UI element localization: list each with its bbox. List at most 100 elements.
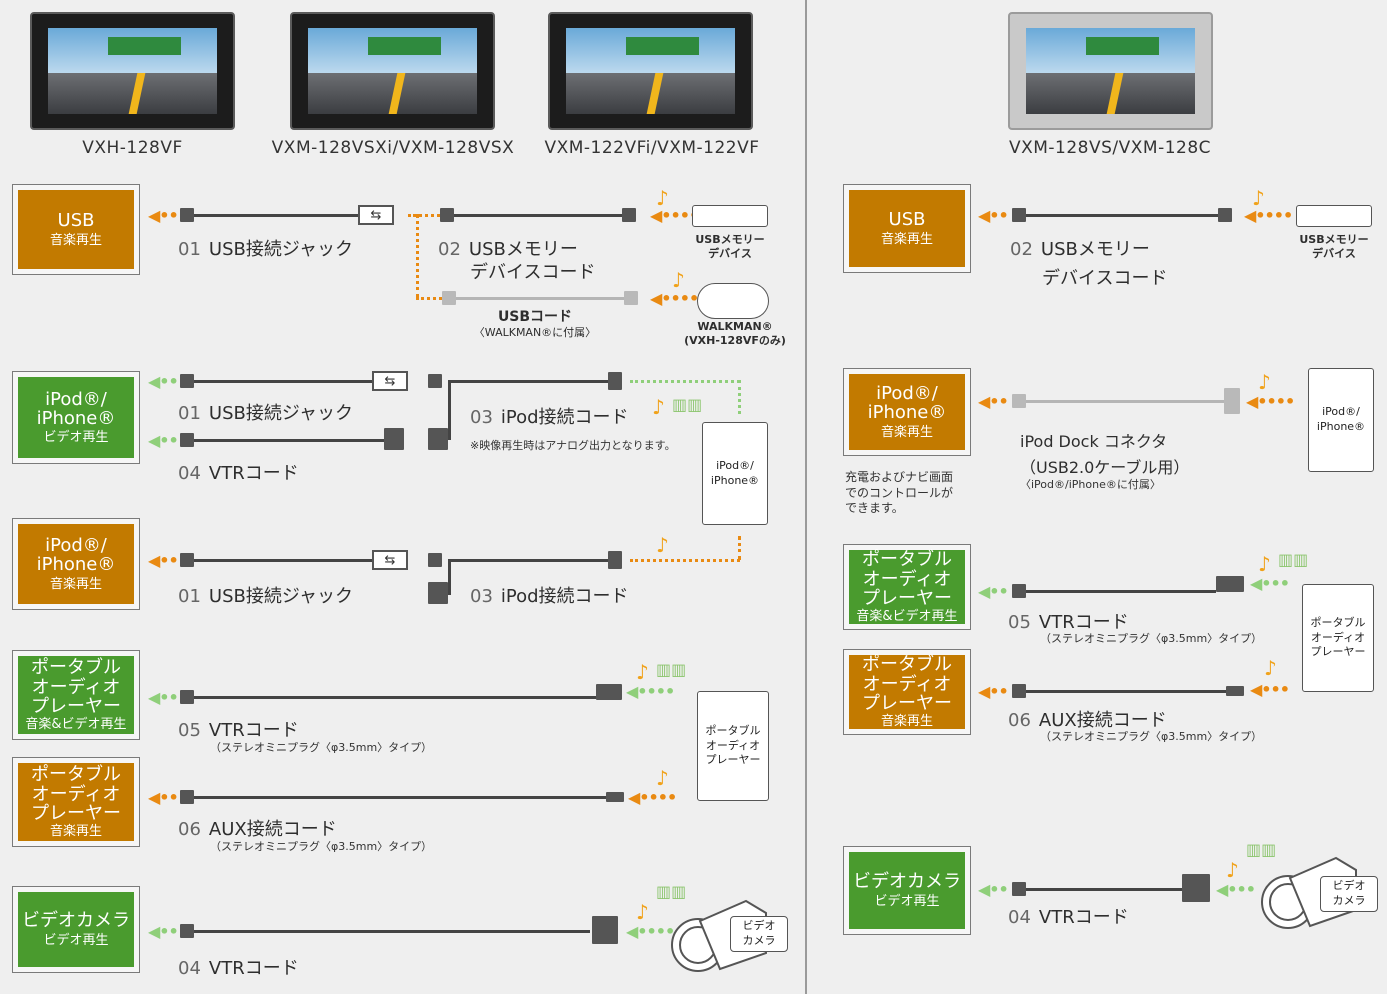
head-unit-image-2 — [290, 12, 495, 130]
usb-symbol-icon: ⇆ — [358, 205, 394, 225]
portable-music-box-r: ポータブルオーディオプレーヤー音楽再生 — [843, 649, 971, 735]
audio-arrow-icon: ◀•••• — [650, 289, 699, 308]
audio-arrow-icon: ◀•• — [148, 788, 179, 807]
video-camera-label: ビデオカメラ — [730, 916, 788, 952]
head-unit-image-3 — [548, 12, 753, 130]
video-arrow-icon: ◀•• — [148, 922, 179, 941]
cable-plug — [180, 553, 194, 567]
film-strip-icon: ▥▥ — [656, 882, 687, 901]
music-note-icon: ♪ — [1252, 186, 1265, 210]
model-name-2: VXM-128VSXi/VXM-128VSX — [271, 138, 515, 158]
model-name-3: VXM-122VFi/VXM-122VF — [544, 138, 760, 158]
walkman-device-label: WALKMAN®(VXH-128VFのみ) — [684, 320, 786, 348]
audio-arrow-icon: ◀•• — [148, 551, 179, 570]
usb-memory-cord-label-2: デバイスコード — [1042, 268, 1168, 289]
ipod-device-icon: iPod®/iPhone® — [1308, 368, 1374, 472]
charge-note: 充電およびナビ画面でのコントロールができます。 — [845, 470, 954, 516]
audio-arrow-icon: ◀•• — [148, 206, 179, 225]
audio-arrow-icon: ◀•••• — [650, 206, 699, 225]
usb-memory-cord-label-2: デバイスコード — [470, 262, 596, 283]
video-camera-label: ビデオカメラ — [1320, 876, 1378, 912]
cable-plug — [428, 374, 442, 388]
usb-jack-cable — [194, 214, 358, 217]
ipod-music-box-r: iPod®/iPhone®音楽再生 — [843, 368, 971, 456]
audio-arrow-icon: ◀•••• — [1244, 206, 1293, 225]
cable-plug — [608, 551, 622, 569]
aux-cord-sub: （ステレオミニプラグ〈φ3.5mm〉タイプ） — [210, 840, 433, 853]
video-camera-box-r: ビデオカメラビデオ再生 — [843, 846, 971, 935]
audio-arrow-icon: ◀•• — [978, 206, 1009, 225]
rca-plug-icon — [428, 582, 448, 604]
video-arrow-icon: ◀•••• — [626, 922, 675, 941]
portable-av-box-r: ポータブルオーディオプレーヤー音楽&ビデオ再生 — [843, 544, 971, 630]
cable-plug — [624, 291, 638, 305]
video-camera-box: ビデオカメラビデオ再生 — [12, 886, 140, 973]
ipod-cable — [448, 380, 608, 383]
film-strip-icon: ▥▥ — [656, 660, 687, 679]
aux-cable — [194, 796, 610, 799]
cable-plug — [180, 690, 194, 704]
portable-av-box: ポータブルオーディオプレーヤー音楽&ビデオ再生 — [12, 650, 140, 740]
cable-plug — [1012, 882, 1026, 896]
cable-plug — [1012, 584, 1026, 598]
film-strip-icon: ▥▥ — [1278, 550, 1309, 569]
audio-arrow-icon: ◀•• — [978, 392, 1009, 411]
video-arrow-icon: ◀•• — [978, 582, 1009, 601]
cable-plug — [440, 208, 454, 222]
mini-plug-icon — [606, 792, 624, 802]
music-note-icon: ♪ — [1226, 858, 1239, 882]
vtr-cord-sub: （ステレオミニプラグ〈φ3.5mm〉タイプ） — [1040, 632, 1263, 645]
vtr-cord-sub: （ステレオミニプラグ〈φ3.5mm〉タイプ） — [210, 741, 433, 754]
music-note-icon: ♪ — [636, 660, 649, 684]
video-arrow-icon: ◀•• — [148, 372, 179, 391]
cable-plug — [1012, 208, 1026, 222]
video-arrow-icon: ◀••• — [1250, 574, 1290, 593]
aux-cable — [1026, 690, 1230, 693]
video-arrow-icon: ◀••• — [1216, 880, 1256, 899]
dock-label-sub: 〈iPod®/iPhone®に付属〉 — [1020, 478, 1161, 491]
cable-plug — [622, 208, 636, 222]
usb-symbol-icon: ⇆ — [372, 371, 408, 391]
cable-plug — [180, 374, 194, 388]
usb-cord-label: USBコード〈WALKMAN®に付属〉 — [473, 309, 597, 340]
audio-arrow-icon: ◀•••• — [1246, 392, 1295, 411]
ipod-video-box: iPod®/iPhone®ビデオ再生 — [12, 371, 140, 464]
cable-plug — [1012, 684, 1026, 698]
usb-walkman-cable — [456, 297, 624, 300]
cable-plug — [1218, 208, 1232, 222]
music-note-icon: ♪ — [1258, 552, 1271, 576]
usb-jack-cable — [194, 559, 372, 562]
dock-label-1: iPod Dock コネクタ — [1020, 432, 1168, 451]
music-note-icon: ♪ — [652, 395, 665, 419]
mini-plug-icon — [1226, 686, 1244, 696]
film-strip-icon: ▥▥ — [1246, 840, 1277, 859]
cable-plug — [180, 924, 194, 938]
usb-symbol-icon: ⇆ — [372, 550, 408, 570]
walkman-device-icon — [697, 283, 769, 319]
cable-plug — [180, 790, 194, 804]
audio-arrow-icon: ◀••• — [1250, 680, 1290, 699]
cable-plug — [428, 553, 442, 567]
music-note-icon: ♪ — [1264, 656, 1277, 680]
ipod-device-icon: iPod®/iPhone® — [702, 422, 768, 525]
audio-arrow-icon: ◀•••• — [628, 788, 677, 807]
column-divider — [805, 0, 807, 994]
music-note-icon: ♪ — [656, 533, 669, 557]
vtr-cable — [1026, 590, 1216, 593]
music-note-icon: ♪ — [636, 900, 649, 924]
rca-plug-icon — [592, 916, 618, 944]
portable-player-device-icon: ポータブルオーディオプレーヤー — [697, 691, 769, 801]
rca-plug-icon — [1182, 874, 1210, 902]
